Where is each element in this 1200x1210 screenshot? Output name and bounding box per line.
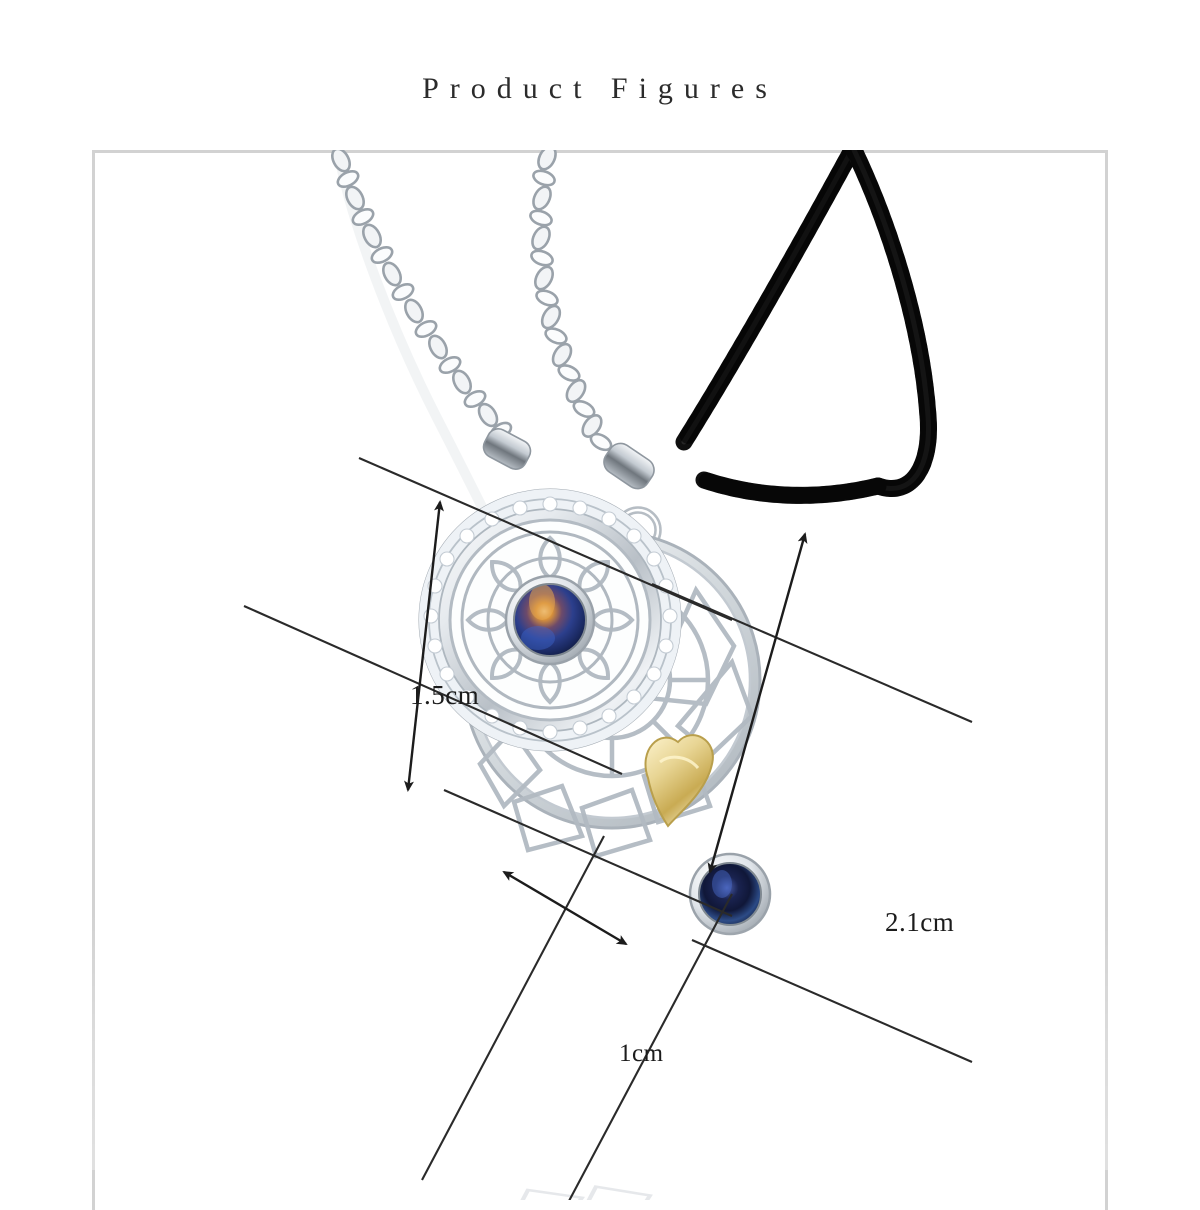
silver-chain-right-links — [529, 150, 613, 452]
page-title: Product Figures — [422, 72, 778, 105]
silver-chain-left-links — [331, 150, 513, 441]
projection-gem-large — [504, 574, 596, 666]
figure-stage: 1.5cm 2.1cm 1cm — [92, 150, 1108, 1200]
product-illustration — [92, 150, 1108, 1200]
guide-top — [358, 457, 733, 621]
guide-bottom-right — [691, 939, 973, 1063]
black-cord-right — [845, 150, 937, 497]
dimension-label-height: 1.5cm — [410, 680, 480, 710]
rosette-filigree — [460, 530, 640, 710]
guide-top-right — [651, 583, 973, 723]
dimension-label-depth: 1cm — [619, 1040, 664, 1067]
pendant-front-disc — [418, 488, 682, 752]
dimension-label-width: 2.1cm — [885, 907, 955, 937]
pendant-reflection — [92, 910, 1108, 1200]
arrow-width-2-1cm — [707, 532, 808, 874]
filigree-moon-disc-pendant — [418, 488, 772, 936]
silver-chain-bail — [482, 428, 532, 470]
arrow-height-1-5cm — [404, 500, 444, 792]
guide-lower-left — [443, 789, 733, 917]
black-cord-lower — [695, 471, 887, 504]
black-cord-bail — [603, 442, 655, 490]
arrow-depth-1cm — [502, 870, 628, 946]
dimension-arrows — [404, 500, 808, 946]
guide-steep-right — [568, 893, 733, 1200]
black-cord — [675, 150, 861, 451]
